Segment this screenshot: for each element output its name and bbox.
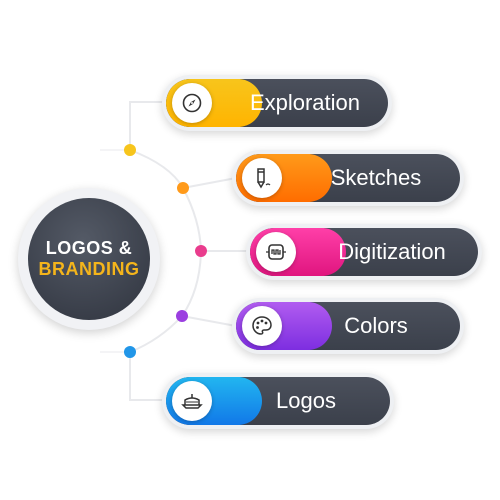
palette-icon xyxy=(242,306,282,346)
step-sketches: Sketches xyxy=(232,150,464,206)
hub-title-line2: BRANDING xyxy=(38,259,140,279)
step-logos: Logos xyxy=(162,373,394,429)
step-digitization: Digitization xyxy=(246,224,482,280)
connector-dot-logos xyxy=(124,346,136,358)
circuit-chip-icon xyxy=(256,232,296,272)
compass-icon xyxy=(172,83,212,123)
ship-logo-icon xyxy=(172,381,212,421)
connector-dot-exploration xyxy=(124,144,136,156)
hub-badge: LOGOS & BRANDING xyxy=(28,198,150,320)
connector-dot-sketches xyxy=(177,182,189,194)
connector-dot-colors xyxy=(176,310,188,322)
pencil-icon xyxy=(242,158,282,198)
connector-dot-digitization xyxy=(195,245,207,257)
hub-title-line1: LOGOS & xyxy=(45,238,133,258)
step-label: Digitization xyxy=(338,239,446,264)
step-colors: Colors xyxy=(232,298,464,354)
step-exploration: Exploration xyxy=(162,75,392,131)
step-label: Logos xyxy=(276,388,336,413)
step-label: Exploration xyxy=(249,90,361,115)
central-hub: LOGOS & BRANDING xyxy=(18,188,160,330)
step-label: Colors xyxy=(344,313,408,338)
step-label: Sketches xyxy=(330,165,422,190)
